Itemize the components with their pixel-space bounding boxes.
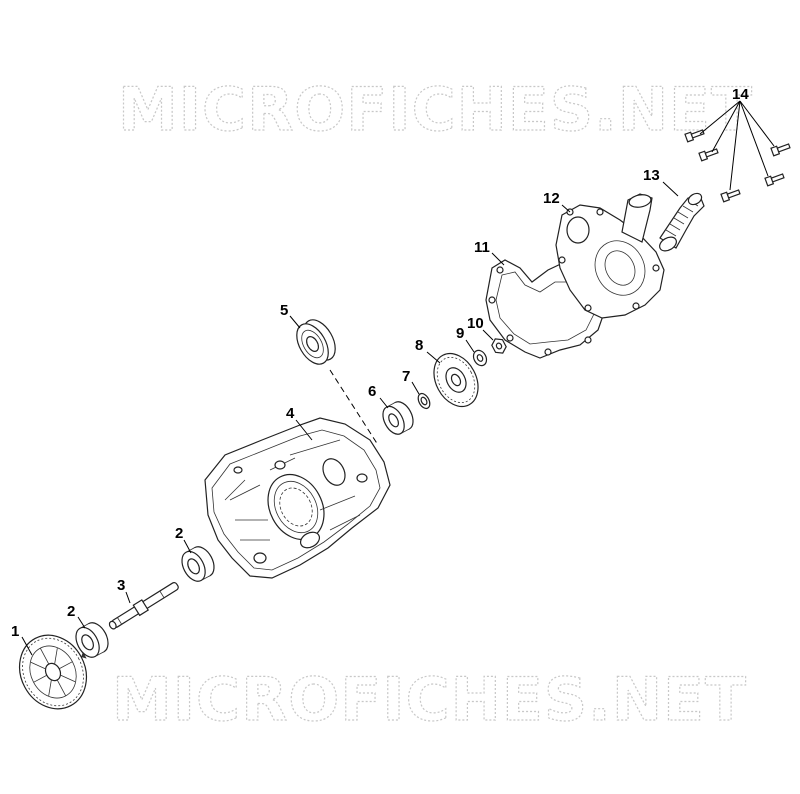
housing-icon [204,417,391,579]
callout-7: 7 [402,368,410,385]
seal-ring-icon [382,401,414,435]
washer-icon [417,392,431,410]
callout-9: 9 [456,325,464,342]
callout-13: 13 [643,167,660,184]
callout-10: 10 [467,315,484,332]
bolt-icon [770,143,791,157]
leader-lines [21,100,775,656]
watermark-top: MICROFICHES.NET [118,75,753,145]
washer-icon [472,349,488,367]
callout-8: 8 [415,337,423,354]
callout-1: 1 [11,623,19,640]
callout-14: 14 [732,86,749,103]
watermark-bottom: MICROFICHES.NET [112,665,747,735]
bearing-icon [181,546,215,582]
callout-4: 4 [286,405,295,422]
bearing-icon [75,622,109,658]
bolt-icon [764,173,785,187]
impeller-icon [433,352,479,408]
hose-elbow-icon [659,192,705,252]
callout-2-upper: 2 [175,525,183,542]
callout-12: 12 [543,190,560,207]
seal-icon [296,319,336,365]
nut-icon [491,338,507,354]
callout-11: 11 [474,239,490,256]
gear-icon [18,634,88,710]
assembly-axis-line [329,369,379,446]
callout-5: 5 [280,302,288,319]
callout-2-lower: 2 [67,603,75,620]
callout-6: 6 [368,383,376,400]
shaft-icon [108,582,179,630]
bolt-icon [720,189,741,203]
callout-3: 3 [117,577,125,594]
bolt-icon [698,148,719,162]
